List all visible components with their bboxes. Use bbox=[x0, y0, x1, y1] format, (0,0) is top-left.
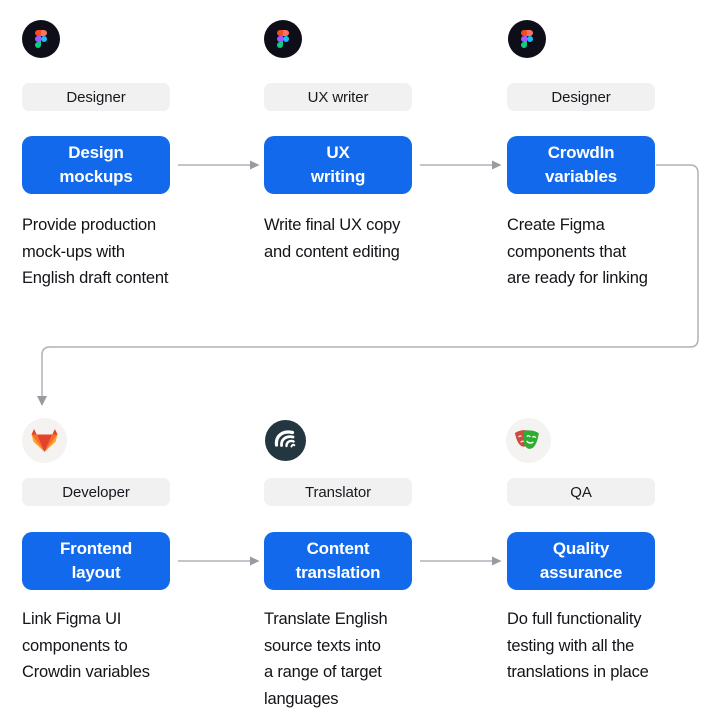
gitlab-icon bbox=[22, 418, 67, 468]
step-node-crowdin-variables: CrowdIn variables bbox=[507, 136, 655, 194]
figma-icon bbox=[508, 20, 546, 63]
step-description: Provide production mock-ups with English… bbox=[22, 216, 169, 287]
arrowhead-icon bbox=[250, 160, 260, 170]
step-node-ux-writing: UX writing bbox=[264, 136, 412, 194]
step-node-frontend-layout: Frontend layout bbox=[22, 532, 170, 590]
step-description: Link Figma UI components to Crowdin vari… bbox=[22, 610, 150, 681]
step-description: Write final UX copy and content editing bbox=[264, 216, 401, 261]
figma-icon bbox=[22, 20, 60, 63]
step-description: Translate English source texts into a ra… bbox=[264, 610, 388, 708]
arrowhead-icon bbox=[37, 396, 47, 406]
role-badge: Designer bbox=[22, 83, 170, 111]
arrowhead-icon bbox=[492, 556, 502, 566]
role-badge: QA bbox=[507, 478, 655, 506]
role-badge: Developer bbox=[22, 478, 170, 506]
arrowhead-icon bbox=[492, 160, 502, 170]
role-badge: Translator bbox=[264, 478, 412, 506]
step-node-quality-assurance: Quality assurance bbox=[507, 532, 655, 590]
step-node-design-mockups: Design mockups bbox=[22, 136, 170, 194]
figma-icon bbox=[264, 20, 302, 63]
role-badge: Designer bbox=[507, 83, 655, 111]
step-node-content-translation: Content translation bbox=[264, 532, 412, 590]
step-description: Do full functionality testing with all t… bbox=[507, 610, 649, 681]
crowdin-icon bbox=[263, 418, 308, 468]
role-badge: UX writer bbox=[264, 83, 412, 111]
arrowhead-icon bbox=[250, 556, 260, 566]
step-description: Create Figma components that are ready f… bbox=[507, 216, 648, 287]
playwright-masks-icon bbox=[506, 418, 551, 468]
